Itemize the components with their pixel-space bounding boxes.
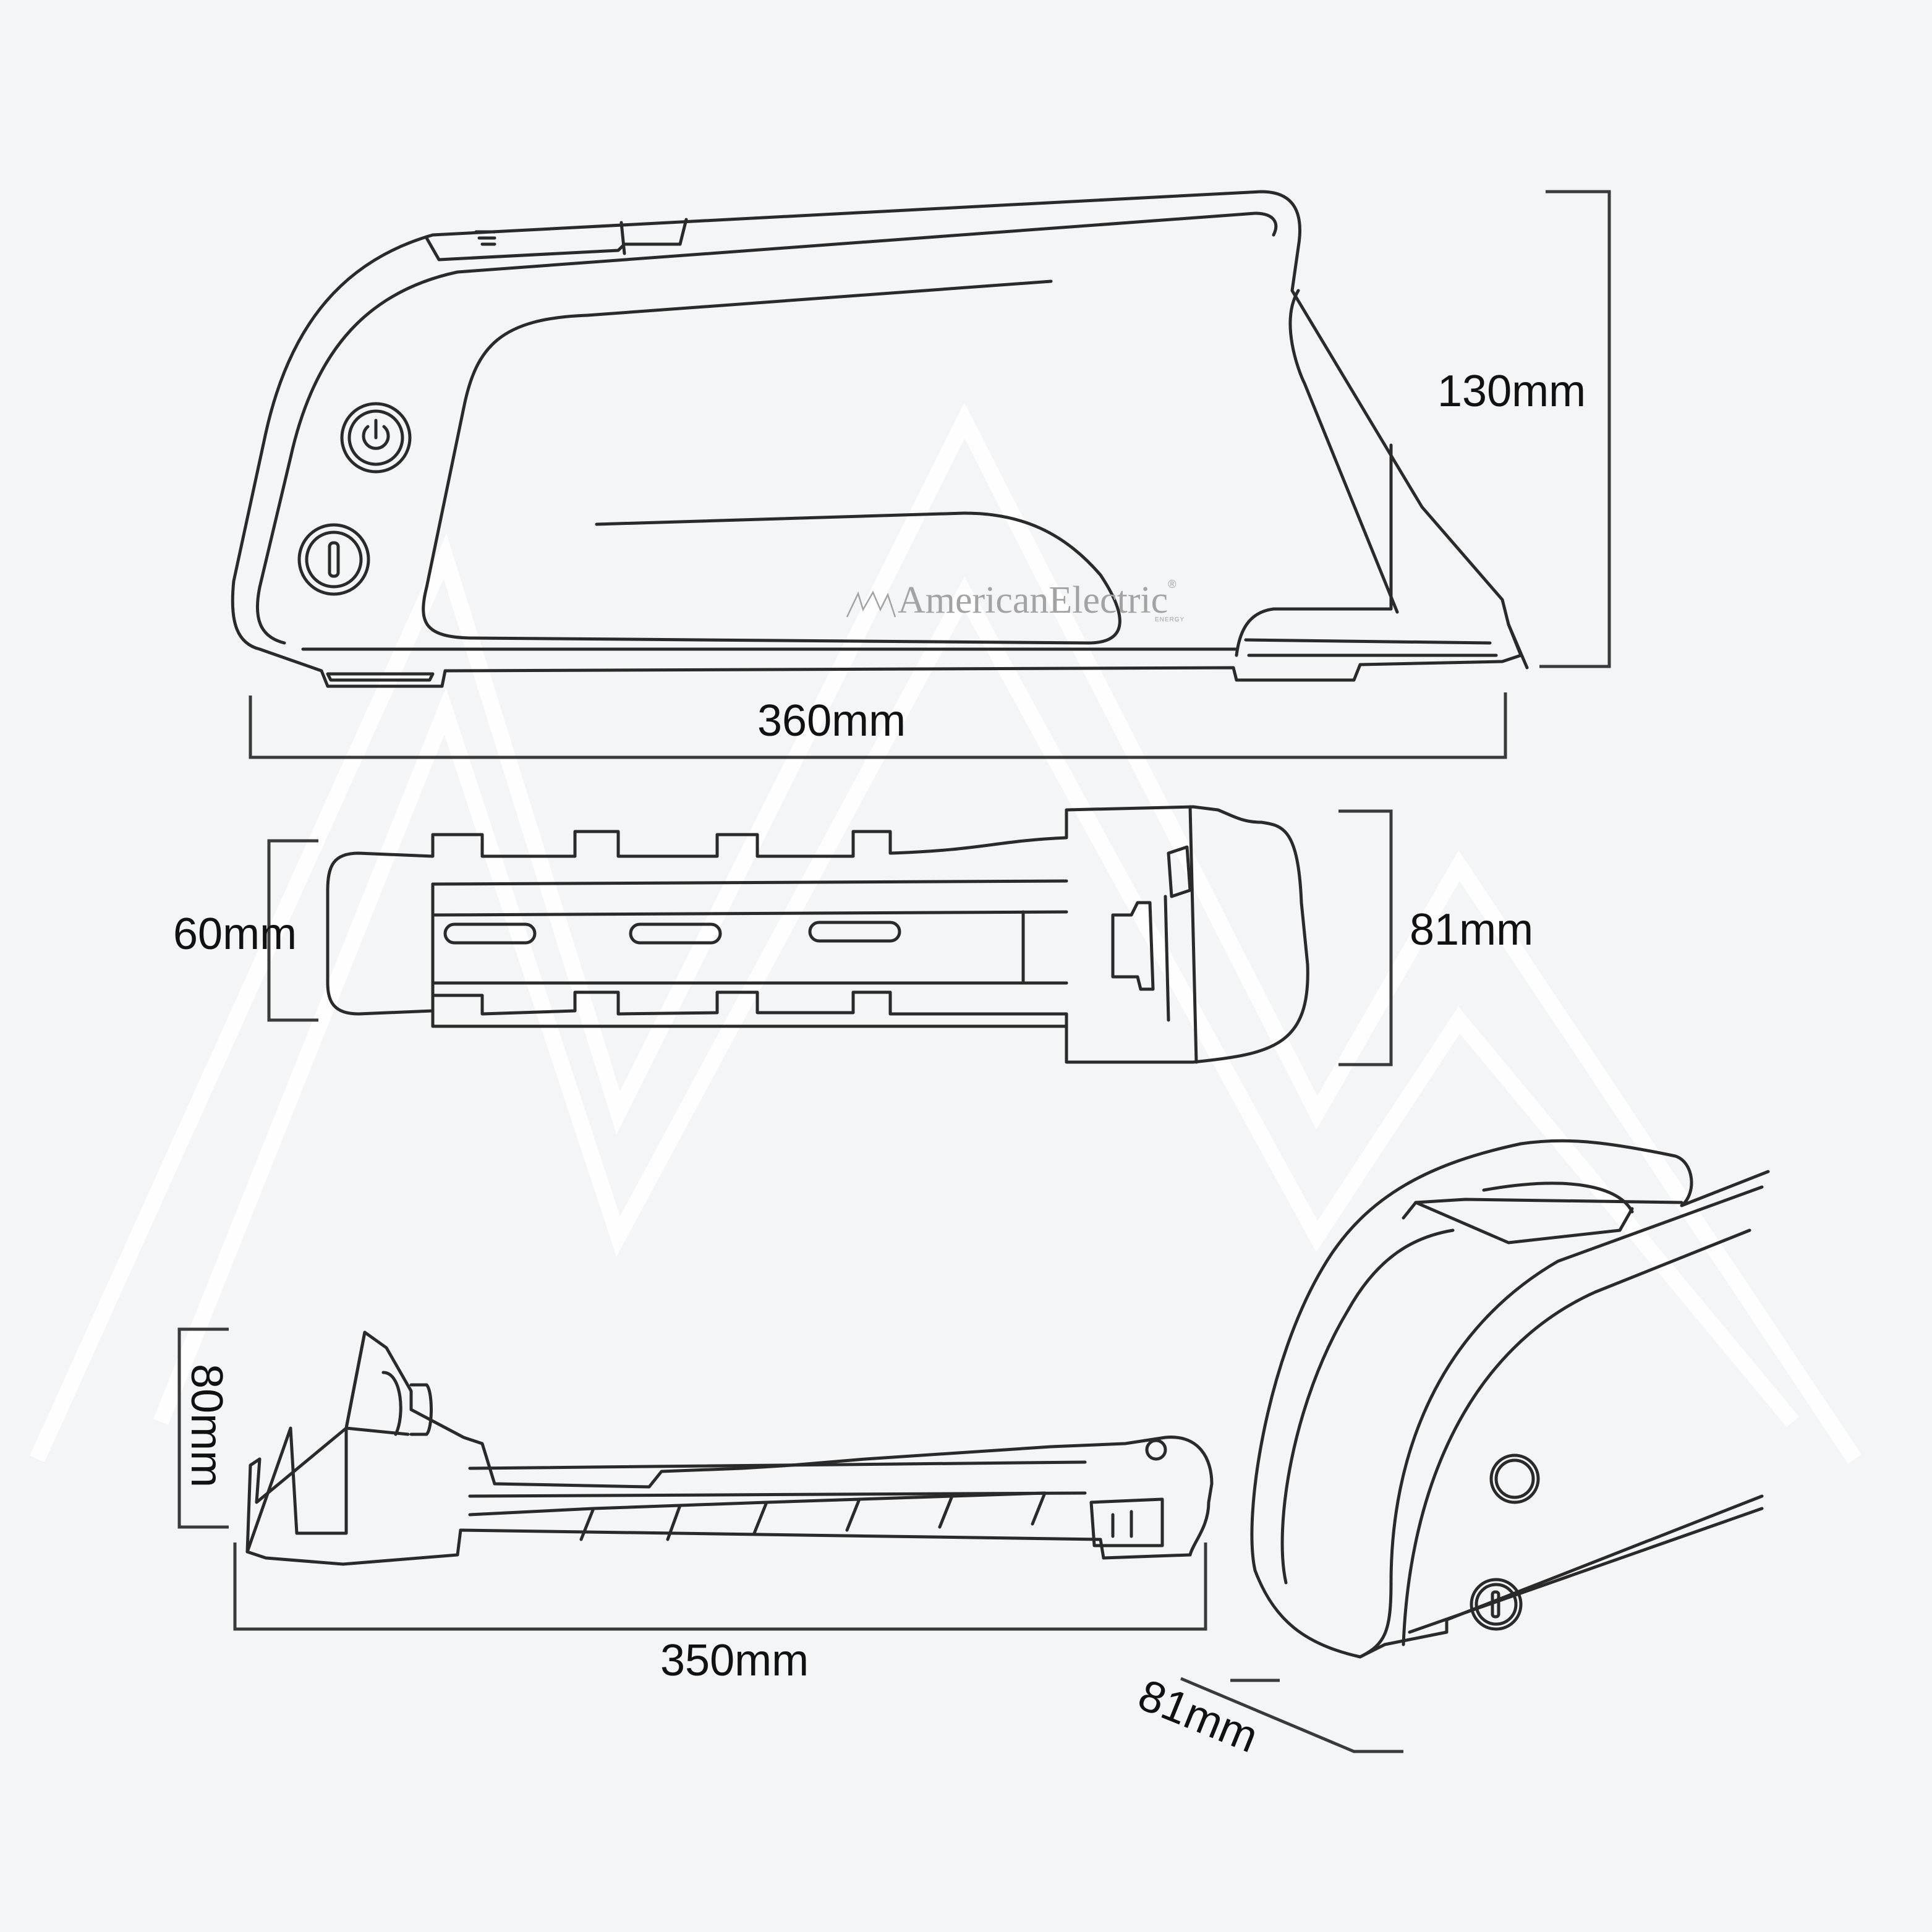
dimension-60mm xyxy=(267,839,318,1022)
power-icon xyxy=(340,402,412,474)
dimension-80mm xyxy=(177,1327,229,1529)
brand-name: AmericanElectric xyxy=(898,579,1168,621)
base-plate-side-view xyxy=(245,1330,1214,1566)
battery-perspective-view xyxy=(1250,1139,1770,1659)
watermark-mountains xyxy=(30,402,1862,1464)
label-height-80mm: 80mm xyxy=(182,1364,231,1488)
label-length-350mm: 350mm xyxy=(660,1636,809,1685)
dimension-81mm-perspective xyxy=(1180,1677,1403,1753)
mountain-logo-icon xyxy=(846,590,896,618)
dimension-360mm xyxy=(249,692,1507,759)
dimension-81mm-top xyxy=(1338,809,1393,1066)
power-icon xyxy=(1489,1453,1540,1504)
label-height-130mm: 130mm xyxy=(1437,367,1586,416)
lock-slot-icon xyxy=(297,523,370,596)
brand-subtitle: ENERGY xyxy=(1155,616,1185,623)
registered-mark: ® xyxy=(1168,578,1177,590)
label-width-60mm: 60mm xyxy=(173,909,297,959)
dimension-130mm xyxy=(1539,190,1611,668)
label-width-81mm: 81mm xyxy=(1410,905,1534,955)
brand-logo: AmericanElectric ® xyxy=(846,578,1177,621)
base-plate-top-view xyxy=(326,805,1309,1064)
lock-slot-icon xyxy=(1470,1578,1523,1631)
label-length-360mm: 360mm xyxy=(757,696,906,746)
battery-side-view xyxy=(231,190,1529,688)
dimension-350mm xyxy=(233,1543,1207,1631)
